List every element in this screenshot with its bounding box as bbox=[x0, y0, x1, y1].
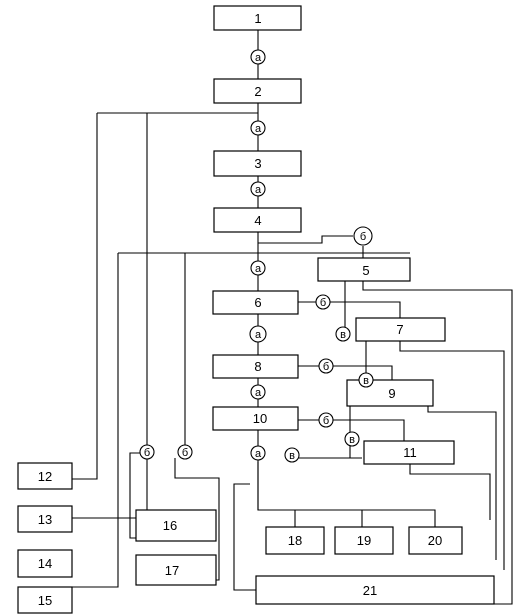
node-v-3: в bbox=[344, 431, 360, 447]
node-b-3: б bbox=[318, 358, 334, 374]
block-1: 1 bbox=[213, 5, 302, 31]
block-15: 15 bbox=[17, 586, 73, 614]
node-a-4: а bbox=[250, 260, 266, 276]
node-label: в bbox=[340, 329, 346, 341]
node-label: б bbox=[360, 231, 366, 243]
node-b-1: б bbox=[353, 226, 373, 246]
block-12: 12 bbox=[17, 462, 73, 490]
block-label: 16 bbox=[163, 518, 177, 533]
block-label: 19 bbox=[357, 533, 371, 548]
block-label: 21 bbox=[363, 583, 377, 598]
node-v-2: в bbox=[358, 372, 374, 388]
node-a-1: а bbox=[250, 49, 266, 65]
block-4: 4 bbox=[213, 207, 302, 233]
node-label: а bbox=[255, 263, 262, 275]
node-label: а bbox=[255, 123, 262, 135]
block-label: 20 bbox=[428, 533, 442, 548]
block-11: 11 bbox=[363, 440, 455, 465]
node-label: а bbox=[255, 448, 262, 460]
node-label: в bbox=[349, 434, 355, 446]
node-label: а bbox=[255, 184, 262, 196]
block-label: 13 bbox=[38, 512, 52, 527]
node-v-4: в bbox=[284, 447, 300, 463]
block-label: 6 bbox=[254, 295, 261, 310]
block-13: 13 bbox=[17, 505, 73, 533]
block-label: 10 bbox=[253, 411, 267, 426]
node-label: в bbox=[363, 375, 369, 387]
node-label: б bbox=[182, 447, 188, 459]
node-a-2: а bbox=[250, 120, 266, 136]
block-label: 11 bbox=[403, 445, 417, 460]
block-20: 20 bbox=[408, 526, 463, 555]
node-a-5: а bbox=[249, 325, 267, 343]
node-label: в bbox=[289, 450, 295, 462]
node-label: б bbox=[323, 361, 329, 373]
block-14: 14 bbox=[17, 549, 73, 578]
block-6: 6 bbox=[212, 290, 299, 315]
block-18: 18 bbox=[265, 526, 325, 555]
block-19: 19 bbox=[334, 526, 394, 555]
block-10: 10 bbox=[212, 406, 299, 431]
block-label: 9 bbox=[388, 386, 395, 401]
node-v-1: в bbox=[335, 326, 351, 342]
block-7: 7 bbox=[355, 317, 446, 342]
block-5: 5 bbox=[317, 257, 411, 282]
block-label: 5 bbox=[362, 263, 369, 278]
node-a-7: а bbox=[250, 445, 266, 461]
block-label: 15 bbox=[38, 593, 52, 608]
block-21: 21 bbox=[255, 575, 495, 605]
block-label: 7 bbox=[396, 322, 403, 337]
node-b-2: б bbox=[315, 294, 331, 310]
block-label: 17 bbox=[165, 563, 179, 578]
block-label: 3 bbox=[254, 156, 261, 171]
node-b-5: б bbox=[139, 444, 155, 460]
node-label: б bbox=[323, 415, 329, 427]
block-label: 4 bbox=[254, 213, 261, 228]
node-a-6: а bbox=[250, 384, 266, 400]
block-label: 18 bbox=[288, 533, 302, 548]
node-label: б bbox=[320, 297, 326, 309]
node-label: а bbox=[255, 387, 262, 399]
node-b-4: б bbox=[318, 412, 334, 428]
node-label: а bbox=[255, 52, 262, 64]
block-2: 2 bbox=[213, 78, 302, 104]
block-3: 3 bbox=[213, 150, 302, 177]
block-16: 16 bbox=[135, 509, 217, 542]
block-label: 14 bbox=[38, 556, 52, 571]
node-label: б bbox=[144, 447, 150, 459]
block-17: 17 bbox=[135, 554, 217, 586]
node-a-3: а bbox=[250, 181, 266, 197]
block-label: 2 bbox=[254, 84, 261, 99]
block-label: 8 bbox=[254, 359, 261, 374]
node-label: а bbox=[255, 329, 262, 341]
block-label: 1 bbox=[254, 11, 261, 26]
node-b-6: б bbox=[177, 444, 193, 460]
block-label: 12 bbox=[38, 469, 52, 484]
connector-lines bbox=[72, 30, 513, 605]
block-8: 8 bbox=[212, 354, 299, 379]
